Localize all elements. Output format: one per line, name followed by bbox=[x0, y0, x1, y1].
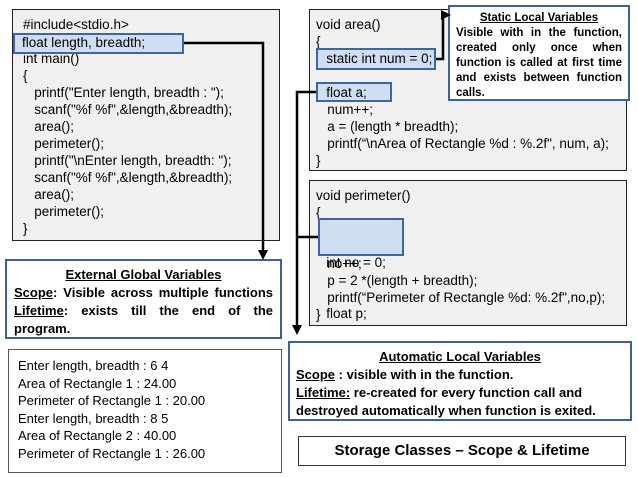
code-line: { bbox=[316, 205, 321, 220]
global-arrow bbox=[184, 41, 268, 260]
static-var-highlight bbox=[316, 48, 436, 70]
output-line: Perimeter of Rectangle 1 : 20.00 bbox=[18, 393, 206, 408]
code-line: perimeter(); bbox=[23, 204, 105, 219]
static-note-text: Visible with in the function, created on… bbox=[456, 27, 622, 99]
static-var-line: static int num = 0; bbox=[315, 51, 433, 66]
scope-label: Scope bbox=[14, 285, 54, 300]
code-line: } bbox=[23, 221, 28, 236]
code-line: scanf("%f %f",&length,&breadth); bbox=[23, 170, 233, 185]
global-var-highlight bbox=[13, 33, 184, 54]
code-line: perimeter(); bbox=[23, 136, 105, 151]
auto-var-highlight-area bbox=[316, 82, 392, 102]
code-line: { bbox=[316, 34, 321, 49]
lifetime-label: Lifetime: bbox=[296, 385, 351, 400]
output-line: Perimeter of Rectangle 1 : 26.00 bbox=[18, 445, 206, 461]
caption-text: Storage Classes – Scope & Lifetime bbox=[334, 442, 590, 459]
code-line: } bbox=[316, 153, 321, 168]
global-variables-note: External Global Variables Scope: Visible… bbox=[5, 259, 282, 339]
auto-note-title: Automatic Local Variables bbox=[379, 349, 541, 364]
auto-arrow bbox=[292, 90, 316, 335]
program-output-box: Enter length, breadth : 6 4 Area of Rect… bbox=[8, 349, 282, 473]
code-line: no++; bbox=[316, 256, 362, 271]
global-note-body: Scope: Visible across multiple functions… bbox=[14, 284, 273, 338]
output-line: Area of Rectangle 1 : 24.00 bbox=[18, 375, 177, 391]
auto-var-line-area: float a; bbox=[315, 85, 367, 100]
code-line: printf("\nEnter length, breadth: "); bbox=[23, 153, 232, 168]
code-line: int no = 0; bbox=[315, 255, 386, 270]
auto-var-lines-perimeter: int no = 0; float p; bbox=[315, 220, 386, 339]
static-arrow bbox=[436, 10, 451, 61]
code-line: scanf("%f %f",&length,&breadth); bbox=[23, 102, 233, 117]
code-line: printf(“\nArea of Rectangle %d : %.2f", … bbox=[316, 136, 609, 151]
automatic-variables-note: Automatic Local Variables Scope : visibl… bbox=[288, 341, 632, 421]
output-line: Area of Rectangle 2 : 40.00 bbox=[18, 428, 177, 443]
code-line: void perimeter() bbox=[316, 188, 411, 203]
code-line: } bbox=[316, 307, 321, 322]
scope-text: : Visible across multiple functions bbox=[53, 285, 273, 300]
output-line: Enter length, breadth : 8 5 bbox=[18, 410, 169, 426]
auto-var-highlight-perimeter bbox=[318, 218, 404, 256]
code-line: int main() bbox=[23, 51, 80, 66]
lifetime-label: Lifetime bbox=[14, 303, 64, 318]
code-line: #include<stdio.h> bbox=[23, 17, 129, 32]
caption-box: Storage Classes – Scope & Lifetime bbox=[298, 436, 626, 466]
code-line: area(); bbox=[23, 187, 75, 202]
code-line: printf("Enter length, breadth : "); bbox=[23, 85, 224, 100]
global-note-title: External Global Variables bbox=[65, 267, 222, 282]
static-note-title: Static Local Variables bbox=[479, 12, 599, 24]
output-line: Enter length, breadth : 6 4 bbox=[18, 358, 169, 373]
code-line: p = 2 *(length + breadth); bbox=[316, 273, 478, 288]
lifetime-text: re-created for every function call and d… bbox=[296, 385, 596, 418]
scope-label: Scope bbox=[296, 367, 336, 382]
auto-note-scope: Scope : visible with in the function. bbox=[296, 366, 624, 384]
auto-note-lifetime: Lifetime: re-created for every function … bbox=[296, 384, 624, 420]
scope-text: : visible with in the function. bbox=[335, 367, 514, 382]
code-line: a = (length * breadth); bbox=[316, 119, 459, 134]
code-line: printf(“Perimeter of Rectangle %d: %.2f"… bbox=[316, 290, 606, 305]
code-line: float p; bbox=[315, 306, 367, 321]
global-var-line: float length, breadth; bbox=[22, 35, 146, 50]
code-line: num++; bbox=[316, 102, 374, 117]
lifetime-text: : exists till the end of the program. bbox=[14, 303, 273, 336]
code-line: { bbox=[23, 68, 28, 83]
static-variables-note: Static Local Variables Visible with in t… bbox=[448, 5, 630, 101]
code-line: void area() bbox=[316, 17, 381, 32]
code-line: area(); bbox=[23, 119, 75, 134]
